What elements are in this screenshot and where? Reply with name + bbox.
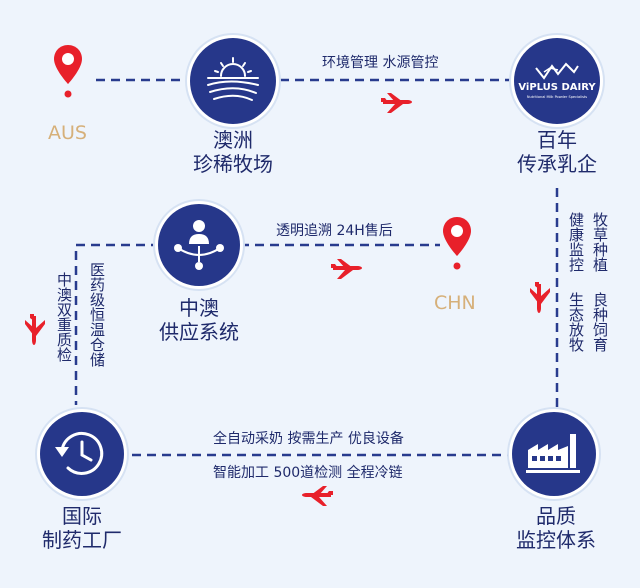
node-pharma-label: 国际 制药工厂 bbox=[42, 504, 122, 552]
plane-icon bbox=[302, 486, 333, 506]
node-supply-label: 中澳 供应系统 bbox=[159, 296, 239, 344]
route-supply-pharma bbox=[74, 243, 160, 405]
factory-icon bbox=[526, 434, 580, 473]
vertical-left-inner: 中澳双重质检 bbox=[55, 272, 73, 362]
node-brand: ViPLUS DAIRY Nutritional Milk Powder Spe… bbox=[514, 38, 600, 124]
location-chn: CHN bbox=[434, 292, 476, 314]
vertical-right-inner: 健康监控 bbox=[567, 212, 585, 272]
viplus-dairy-logo bbox=[535, 62, 579, 80]
location-pin-icon bbox=[443, 217, 471, 270]
node-pasture bbox=[190, 38, 276, 124]
node-quality bbox=[512, 412, 596, 496]
logo-subtext: Nutritional Milk Powder Specialists bbox=[526, 95, 588, 99]
location-pin-icon bbox=[54, 45, 82, 98]
person-network-icon bbox=[174, 220, 224, 270]
vertical-right-outer: 牧草种植 bbox=[591, 212, 609, 272]
plane-icon bbox=[530, 282, 550, 313]
node-brand-label: 百年 传承乳企 bbox=[517, 128, 597, 176]
node-supply bbox=[158, 204, 240, 286]
caption-smart: 智能加工 500道检测 全程冷链 bbox=[213, 465, 403, 481]
plane-icon bbox=[381, 93, 412, 113]
plane-icon bbox=[25, 314, 45, 345]
node-pasture-label: 澳洲 珍稀牧场 bbox=[193, 128, 273, 176]
caption-env: 环境管理 水源管控 bbox=[322, 55, 439, 71]
vertical-right-outer2: 良种饲育 bbox=[591, 292, 609, 352]
node-pharma bbox=[40, 412, 124, 496]
caption-trace: 透明追溯 24H售后 bbox=[276, 223, 393, 239]
clock-refresh-icon bbox=[55, 431, 104, 475]
vertical-left-outer: 医药级恒温仓储 bbox=[88, 262, 106, 367]
node-quality-label: 品质 监控体系 bbox=[516, 504, 596, 552]
vertical-right-inner2: 生态放牧 bbox=[567, 292, 585, 352]
caption-auto: 全自动采奶 按需生产 优良设备 bbox=[213, 431, 404, 447]
location-aus: AUS bbox=[48, 122, 87, 144]
logo-text: ViPLUS DAIRY bbox=[518, 82, 596, 93]
plane-icon bbox=[331, 259, 362, 279]
sunrise-hills-icon bbox=[207, 57, 259, 101]
